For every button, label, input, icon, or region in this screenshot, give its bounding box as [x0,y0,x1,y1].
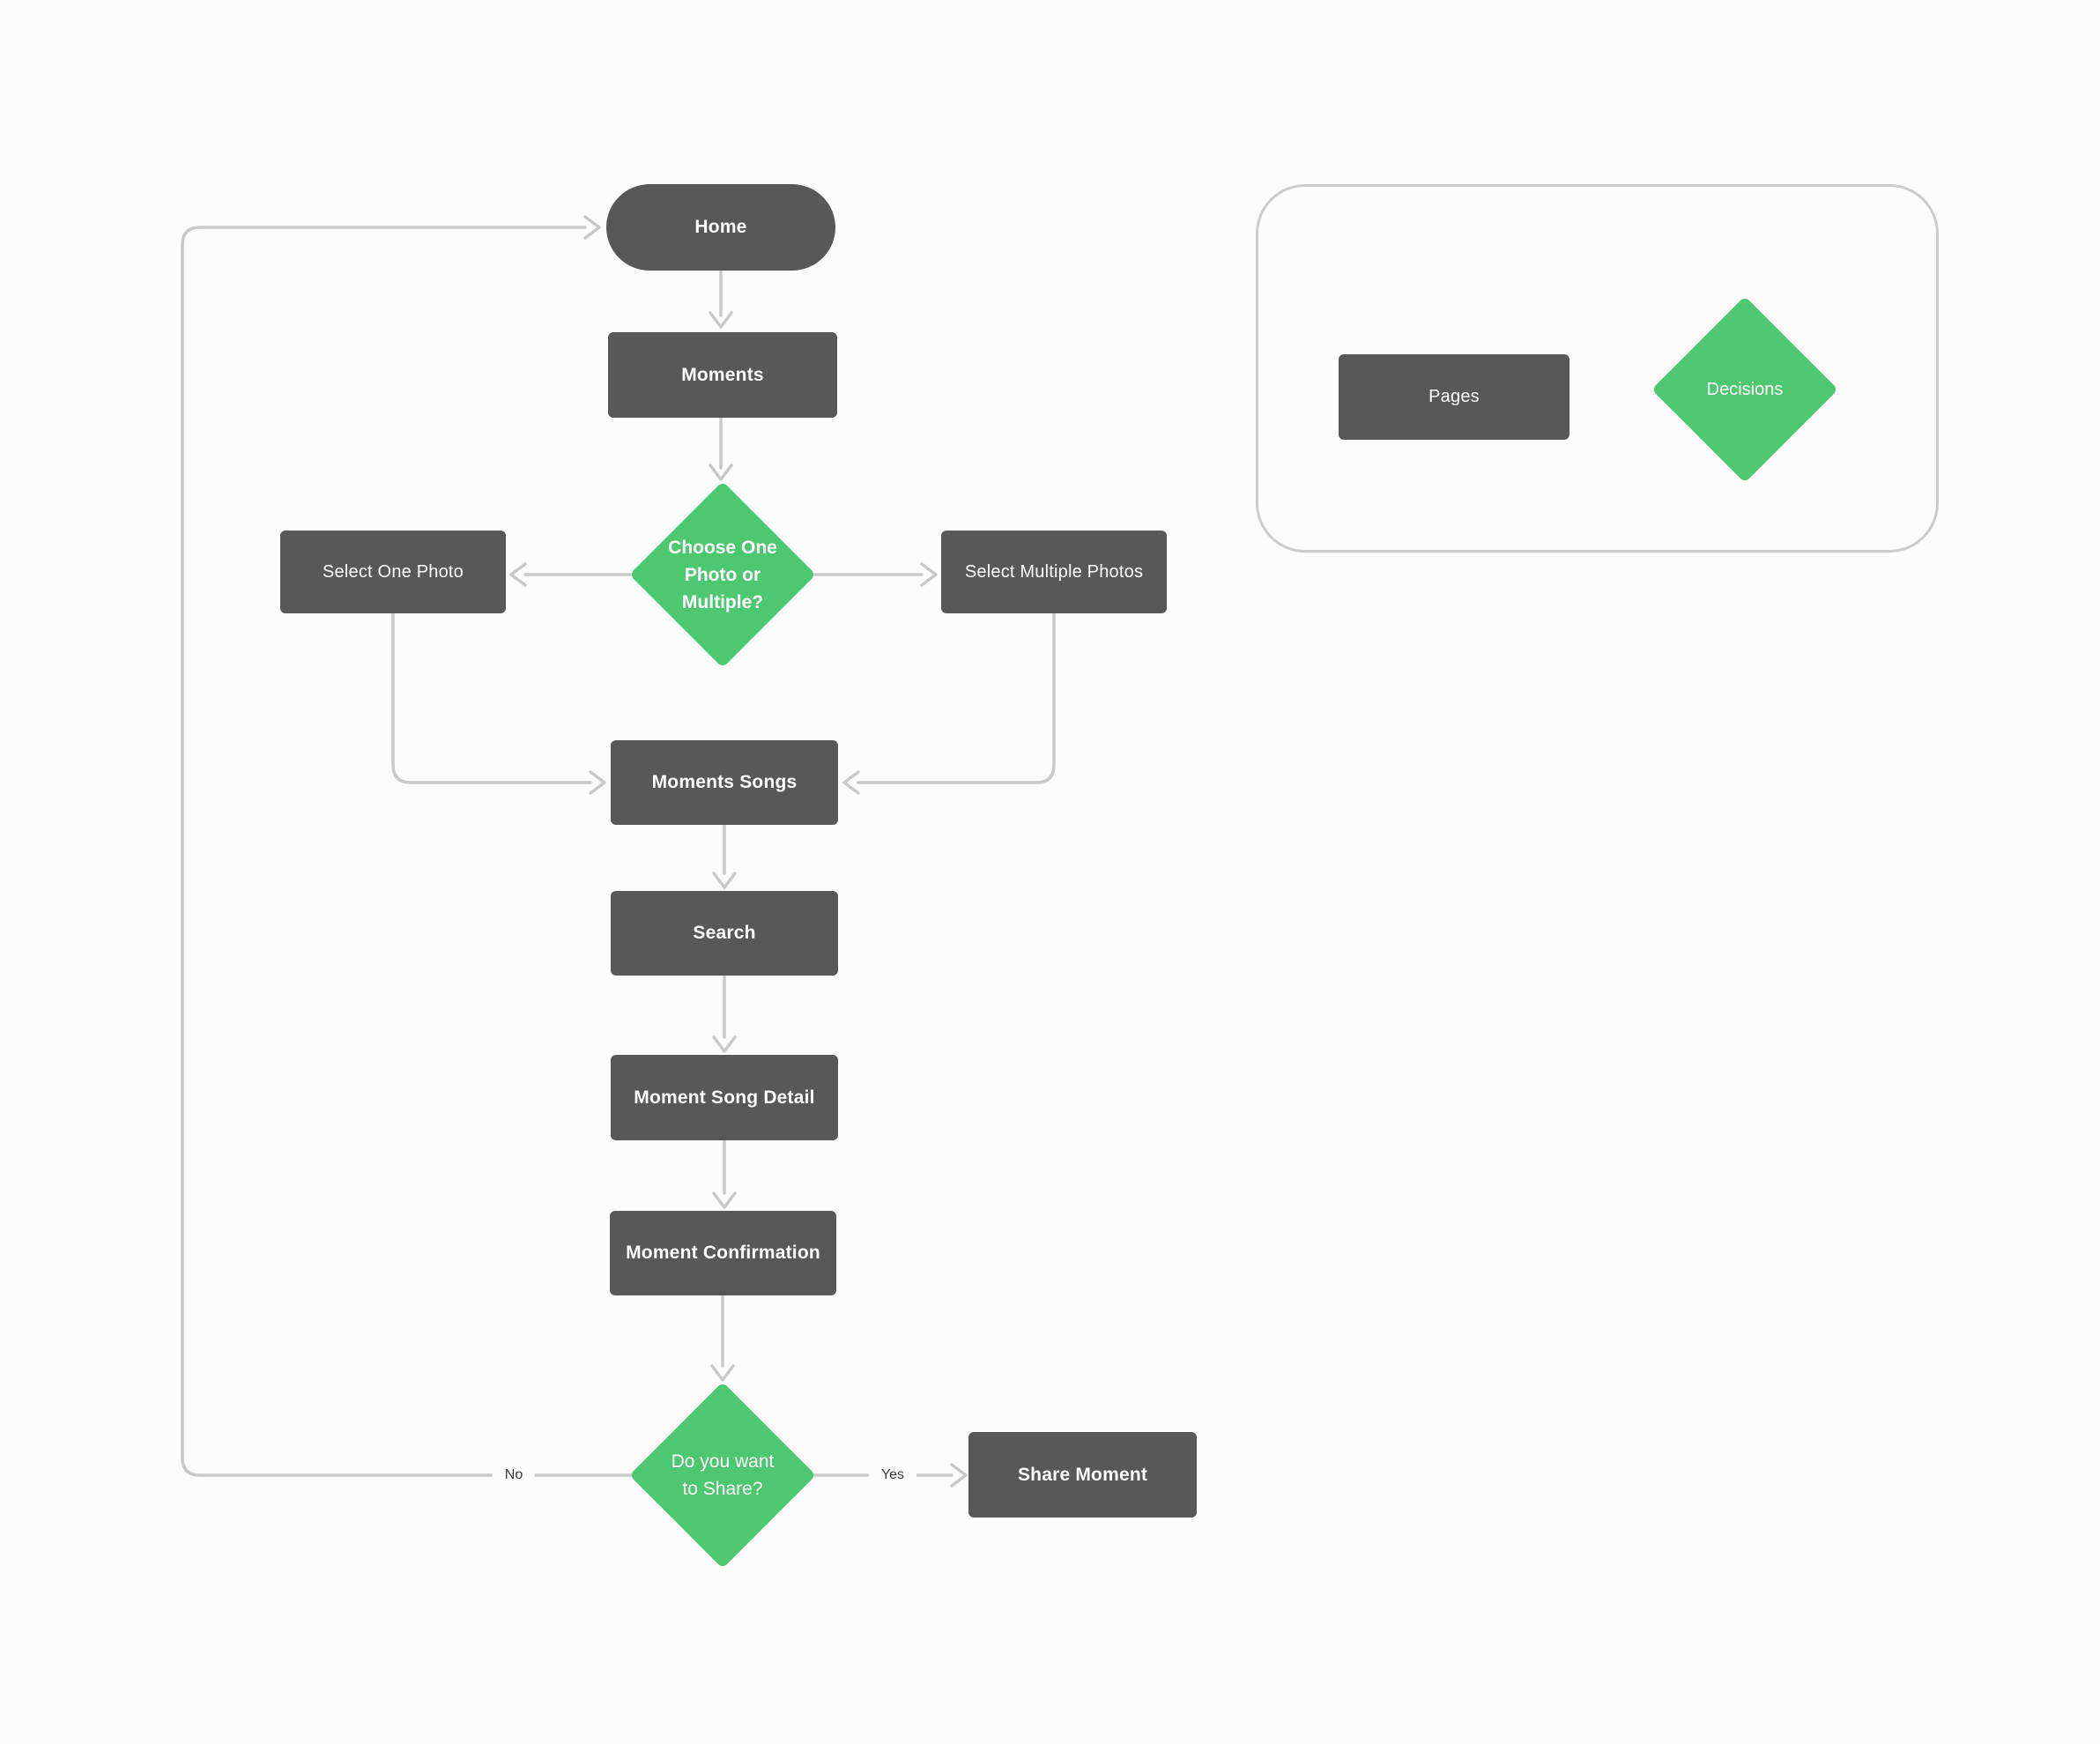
edge-select-one-moments-songs [391,612,592,784]
edge-label-yes: Yes [868,1466,917,1485]
node-select-multiple-photos[interactable]: Select Multiple Photos [941,531,1167,613]
node-select-one-photo[interactable]: Select One Photo [280,531,506,613]
choose-photo-decision-diamond[interactable] [632,484,813,665]
legend-decisions-diamond[interactable] [1654,299,1836,480]
edge-no-loop-home [181,226,633,1477]
arrowhead-right-icon [920,562,938,587]
node-share-moment[interactable]: Share Moment [968,1432,1197,1518]
node-moment-confirmation-label: Moment Confirmation [626,1243,820,1263]
node-search[interactable]: Search [611,891,838,976]
arrowhead-right-icon [950,1463,968,1488]
node-moment-confirmation[interactable]: Moment Confirmation [610,1211,836,1295]
arrowhead-right-icon [583,215,601,240]
node-select-multiple-photos-label: Select Multiple Photos [964,561,1144,582]
arrowhead-down-icon [710,1364,735,1382]
edge-select-multiple-moments-songs [857,612,1056,784]
legend-pages-label: Pages [1428,387,1480,406]
legend-pages-node[interactable]: Pages [1339,354,1569,440]
arrowhead-down-icon [712,1035,737,1053]
node-moments-songs-label: Moments Songs [651,772,798,792]
node-select-one-photo-label: Select One Photo [323,561,464,582]
node-moments-label: Moments [681,364,764,385]
arrowhead-down-icon [709,464,733,481]
share-decision-diamond[interactable] [632,1384,813,1566]
legend [1256,184,1939,553]
node-moments-songs[interactable]: Moments Songs [611,740,838,825]
node-home[interactable]: Home [606,184,835,271]
node-moment-song-detail[interactable]: Moment Song Detail [611,1055,838,1140]
node-home-label: Home [694,217,747,237]
arrowhead-down-icon [712,1191,737,1209]
node-moments[interactable]: Moments [608,332,837,418]
node-share-moment-label: Share Moment [1017,1464,1148,1485]
arrowhead-left-icon [509,562,527,587]
arrowhead-down-icon [712,872,737,889]
node-moment-song-detail-label: Moment Song Detail [634,1087,815,1108]
arrowhead-left-icon [842,770,860,795]
arrowhead-down-icon [709,311,733,329]
node-search-label: Search [693,923,756,943]
edge-label-no: No [492,1466,536,1485]
arrowhead-right-icon [589,770,606,795]
